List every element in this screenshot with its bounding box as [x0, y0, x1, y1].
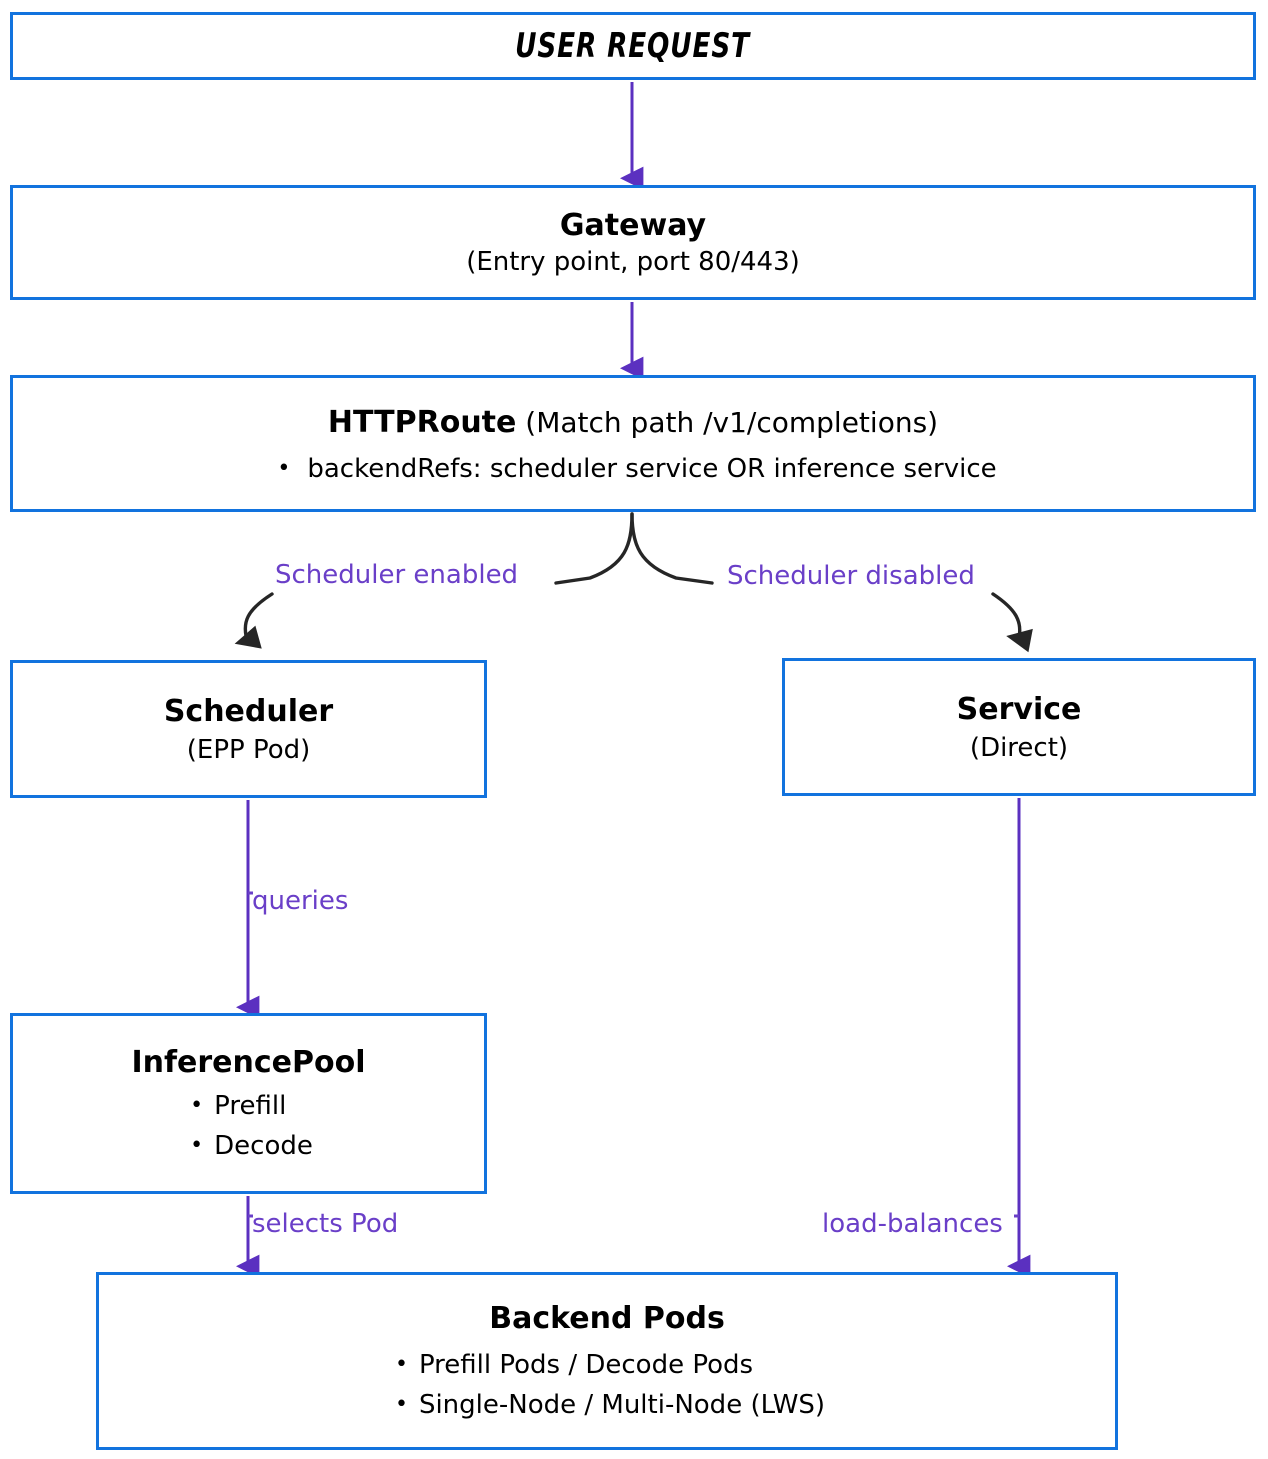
node-user-request-title: USER REQUEST: [515, 26, 751, 66]
node-user-request[interactable]: USER REQUEST: [10, 12, 1256, 80]
node-scheduler-subtitle: (EPP Pod): [186, 735, 311, 765]
node-scheduler-title: Scheduler: [163, 694, 334, 729]
node-inferencepool-title: InferencePool: [131, 1044, 366, 1080]
node-scheduler[interactable]: Scheduler (EPP Pod): [10, 660, 487, 798]
node-backend-pods-bullets: Prefill Pods / Decode Pods Single-Node /…: [389, 1345, 825, 1425]
edge-to-service-arrow: [991, 592, 1033, 653]
node-backend-pods[interactable]: Backend Pods Prefill Pods / Decode Pods …: [96, 1272, 1118, 1450]
node-gateway-title: Gateway: [559, 207, 707, 243]
list-item: backendRefs: scheduler service OR infere…: [269, 452, 996, 486]
node-service-title: Service: [956, 692, 1082, 727]
node-service-subtitle: (Direct): [969, 733, 1069, 763]
edge-branch-left-curve: [554, 512, 634, 585]
node-gateway-subtitle: (Entry point, port 80/443): [466, 246, 800, 277]
node-backend-pods-title: Backend Pods: [489, 1301, 725, 1336]
node-httproute[interactable]: HTTPRoute (Match path /v1/completions) b…: [10, 375, 1256, 512]
list-item: Prefill Pods / Decode Pods: [389, 1345, 825, 1385]
edge-label-queries: queries: [252, 886, 349, 916]
list-item: Single-Node / Multi-Node (LWS): [389, 1385, 825, 1425]
list-item: Decode: [184, 1126, 313, 1166]
edge-label-selects-pod: selects Pod: [252, 1209, 399, 1239]
node-httproute-title: HTTPRoute: [327, 404, 517, 440]
edge-branch-right-curve: [630, 512, 714, 585]
node-inferencepool-bullets: Prefill Decode: [184, 1086, 313, 1166]
edge-label-scheduler-disabled: Scheduler disabled: [727, 561, 975, 591]
node-httproute-heading: HTTPRoute (Match path /v1/completions): [328, 402, 938, 444]
node-inferencepool[interactable]: InferencePool Prefill Decode: [10, 1013, 487, 1194]
edge-label-scheduler-enabled: Scheduler enabled: [275, 560, 519, 590]
edge-to-scheduler-arrow: [234, 592, 274, 649]
node-service[interactable]: Service (Direct): [782, 658, 1256, 796]
list-item: Prefill: [184, 1086, 313, 1126]
node-gateway[interactable]: Gateway (Entry point, port 80/443): [10, 185, 1256, 300]
node-httproute-subtitle: (Match path /v1/completions): [525, 405, 939, 439]
edge-label-load-balances: load-balances: [822, 1209, 1003, 1239]
node-httproute-bullets: backendRefs: scheduler service OR infere…: [269, 452, 996, 486]
